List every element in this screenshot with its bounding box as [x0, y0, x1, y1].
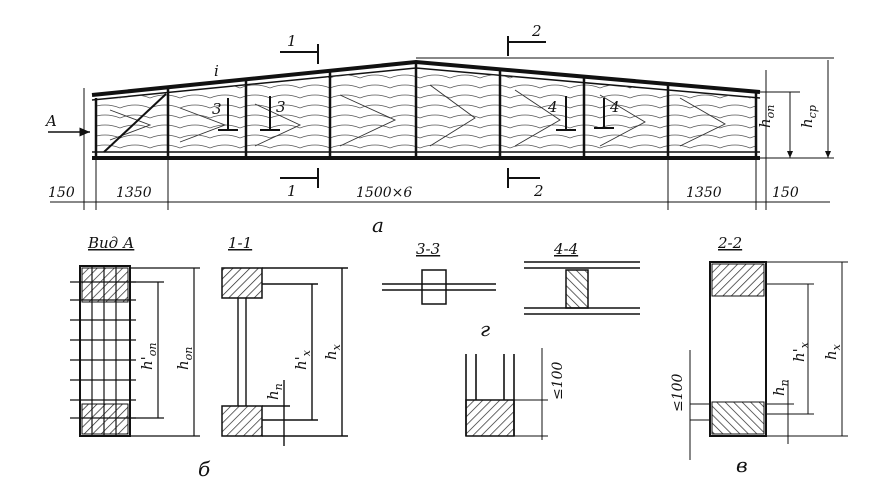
section-3-3: 3-3 — [382, 240, 496, 305]
dim-1350-left: 1350 — [116, 185, 152, 201]
section-4-right-label: 4 — [609, 98, 620, 116]
section-1-1-title: 1-1 — [228, 234, 252, 252]
view-a-h-label: hоп — [174, 347, 195, 370]
section-2-2-hx-label: hx — [822, 343, 843, 360]
view-a-caption: б — [198, 457, 211, 481]
view-a-title: Вид А — [87, 234, 134, 252]
section-2-2-caption: в — [736, 453, 748, 477]
section-4-left-label: 4 — [547, 98, 558, 116]
h-support-label: hоп — [756, 105, 777, 128]
section-2-2-dim: ≤100 — [670, 373, 686, 412]
section-1-1: 1-1 h'x hx hп — [221, 234, 348, 446]
section-1-1-hx-prime-label: h'x — [292, 349, 313, 370]
plywood-web — [96, 68, 756, 152]
section-2-2-hx-prime-label: h'x — [790, 341, 811, 362]
section-3-3-title: 3-3 — [416, 240, 440, 258]
section-1-1-hn-label: hп — [264, 383, 285, 400]
diagonal-brace — [103, 93, 167, 153]
detail-g-dim: ≤100 — [550, 361, 566, 400]
view-a-arrow-label: A — [44, 112, 57, 130]
view-a-h-prime-label: h'оп — [138, 342, 159, 370]
h-mid-label: hср — [798, 105, 819, 128]
section-2-2: 2-2 ≤100 h'x hx hп в — [670, 234, 848, 477]
slope-label: i — [214, 62, 219, 80]
elevation-caption: а — [372, 213, 384, 237]
section-2-top-label: 2 — [531, 22, 542, 40]
section-2-bottom-label: 2 — [533, 182, 544, 200]
section-4-4-title: 4-4 — [553, 240, 578, 258]
dim-1350-right: 1350 — [686, 185, 722, 201]
section-1-1-hx-label: hx — [322, 343, 343, 360]
dim-150-right: 150 — [772, 185, 799, 201]
dim-panels: 1500×6 — [356, 185, 412, 201]
section-3-right-label: 3 — [276, 98, 286, 116]
section-1-bottom-label: 1 — [287, 182, 297, 200]
section-1-top-label: 1 — [287, 32, 297, 50]
section-4-4: 4-4 — [524, 240, 640, 315]
detail-g: г ≤100 — [465, 317, 566, 440]
detail-g-caption: г — [480, 317, 490, 341]
view-a: Вид А h'оп hоп б — [70, 234, 211, 481]
stiffeners — [94, 62, 758, 158]
section-3-left-label: 3 — [212, 100, 222, 118]
beam-elevation: 1 1 2 2 i A 3 3 4 4 hоп hср 150 1350 150… — [44, 22, 834, 237]
section-2-2-title: 2-2 — [717, 234, 742, 252]
dim-150-left: 150 — [48, 185, 75, 201]
section-2-2-hn-label: hп — [770, 379, 791, 396]
